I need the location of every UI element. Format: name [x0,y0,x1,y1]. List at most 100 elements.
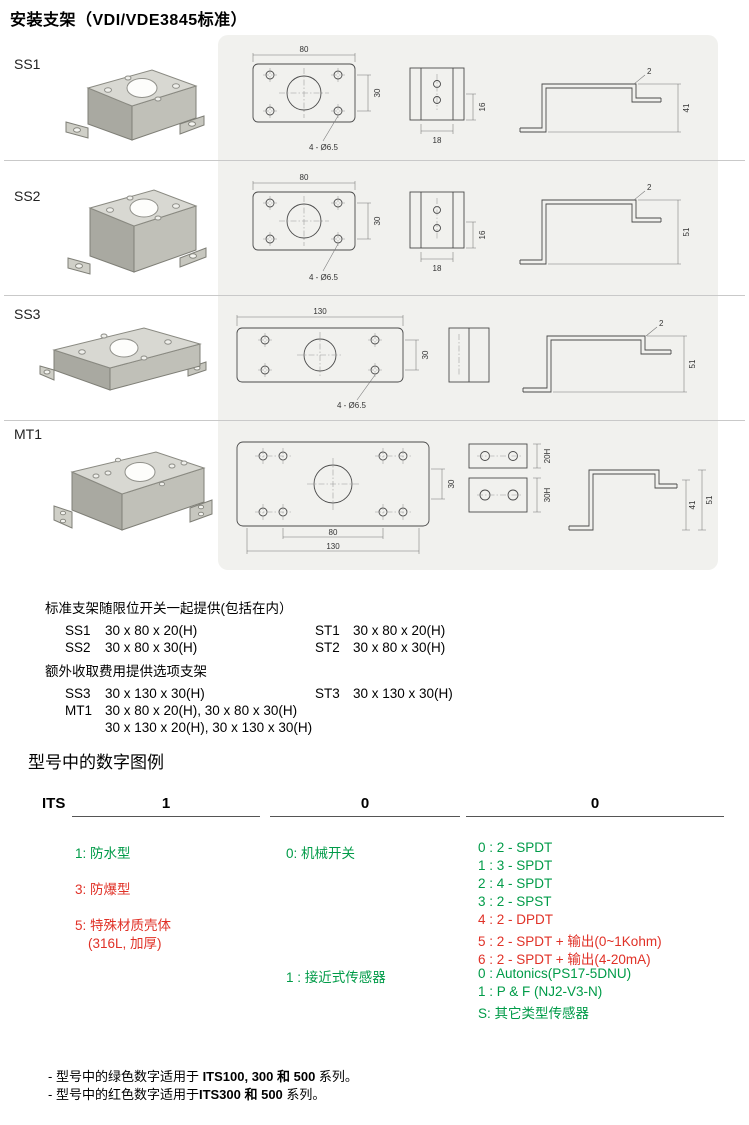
legend-title: 型号中的数字图例 [28,753,164,772]
ss1-dim-height: 41 [682,103,691,112]
size-row-mt1-cont: 30 x 130 x 20(H), 30 x 130 x 30(H) [105,719,695,736]
legend-col3-item: 1 : P & F (NJ2-V3-N) [478,984,603,999]
footnote-bold: ITS300 和 500 [198,1087,283,1102]
ss2-dim-thickness: 2 [647,183,652,192]
size-id: SS3 [65,686,91,701]
footnote-text: - 型号中的红色数字适用于 [48,1087,199,1102]
footnote-text: 系列。 [315,1069,358,1084]
row-label-ss2: SS2 [14,188,41,204]
ss2-bracket-photo [67,189,207,275]
ss3-bracket-photo [39,327,207,391]
row-label-ss1: SS1 [14,56,41,72]
size-row-ss1: SS1 30 x 80 x 20(H) ST1 30 x 80 x 20(H) [45,622,695,639]
footnote-text: - 型号中的绿色数字适用于 [48,1069,203,1084]
page-title: 安装支架（VDI/VDE3845标准） [10,12,248,29]
ss2-front-view: 18 16 [409,191,487,273]
ss2-dim-holes: 4 - Ø6.5 [309,273,338,282]
legend-col3-item: 2 : 4 - SPDT [478,876,553,891]
mt1-side-view: 41 51 [568,469,714,531]
size-value: 30 x 130 x 20(H), 30 x 130 x 30(H) [105,720,313,735]
size-value: 30 x 130 x 30(H) [105,686,205,701]
mt1-dim-width-inner: 80 [329,528,338,537]
legend-col3-item: 6 : 2 - SPDT + 输出(4-20mA) [478,952,651,967]
size-value: 30 x 80 x 20(H) [353,623,446,638]
legend-col3-item: 4 : 2 - DPDT [478,912,554,927]
footnote-bold: ITS100, 300 和 500 [202,1069,316,1084]
legend-col3-item: 0 : Autonics(PS17-5DNU) [478,966,632,981]
ss3-dim-height: 51 [688,359,697,368]
ss3-side-view: 51 2 [522,319,697,393]
ss1-dim-flange-w: 18 [433,136,442,145]
size-value: 30 x 80 x 30(H) [105,640,198,655]
ss1-dim-thickness: 2 [647,67,652,76]
size-id: SS1 [65,623,91,638]
mt1-dim-height-a: 20H [543,448,552,463]
legend-col3-item: 1 : 3 - SPDT [478,858,553,873]
ss2-dim-flange-h: 16 [478,230,487,239]
ss3-plan-view: 130 30 4 - Ø6.5 [236,307,430,410]
ss3-technical-drawing: 130 30 4 - Ø6.5 51 2 [236,307,697,410]
size-id: ST2 [315,640,340,655]
mt1-dim-height-b: 30H [543,487,552,502]
ss1-side-view: 41 2 [519,67,691,133]
size-value: 30 x 80 x 30(H) [353,640,446,655]
footnote-red: - 型号中的红色数字适用于ITS300 和 500 系列。 [48,1086,358,1104]
ss1-dim-depth: 30 [373,88,382,97]
legend-col3-item: 0 : 2 - SPDT [478,840,553,855]
mt1-dim-depth: 30 [447,479,456,488]
legend-digit-2: 0 [270,795,460,817]
mt1-dim-width-outer: 130 [326,542,340,551]
ss1-dim-holes: 4 - Ø6.5 [309,143,338,152]
size-id: SS2 [65,640,91,655]
mt1-dim-profile-h1: 41 [688,500,697,509]
legend-col2-item: 0: 机械开关 [286,846,356,861]
legend-col3-item: S: 其它类型传感器 [478,1006,590,1021]
ss1-dim-flange-h: 16 [478,102,487,111]
legend-col1-item: 1: 防水型 [75,846,131,861]
size-value: 30 x 80 x 20(H), 30 x 80 x 30(H) [105,703,298,718]
mt1-front-view: 20H 30H [468,443,552,513]
footnote-text: 系列。 [282,1087,326,1102]
ss1-technical-drawing: 80 30 4 - Ø6.5 18 16 41 2 [252,45,691,152]
ss1-dim-width: 80 [300,45,309,54]
size-row-ss2: SS2 30 x 80 x 30(H) ST2 30 x 80 x 30(H) [45,639,695,656]
size-row-ss3: SS3 30 x 130 x 30(H) ST3 30 x 130 x 30(H) [45,685,695,702]
legend-digit-3: 0 [466,795,724,817]
row-separator [4,295,745,296]
sizes-heading-standard: 标准支架随限位开关一起提供(包括在内） [45,601,293,616]
legend-col1-item: (316L, 加厚) [88,936,162,951]
size-id: ST1 [315,623,340,638]
size-id: ST3 [315,686,340,701]
ss2-plan-view: 80 30 4 - Ø6.5 [252,173,382,282]
row-label-ss3: SS3 [14,306,41,322]
mt1-bracket-photo [53,451,213,531]
size-value: 30 x 80 x 20(H) [105,623,198,638]
footnote-green: - 型号中的绿色数字适用于 ITS100, 300 和 500 系列。 [48,1068,358,1086]
legend-col1-item: 5: 特殊材质壳体 [75,918,172,933]
legend-prefix: ITS [42,795,66,812]
mt1-technical-drawing: 30 80 130 20H 30H 41 51 [236,441,714,554]
mt1-dim-profile-h2: 51 [705,495,714,504]
ss3-dim-depth: 30 [421,350,430,359]
row-separator [4,160,745,161]
ss2-dim-depth: 30 [373,216,382,225]
legend-col3-item: 3 : 2 - SPST [478,894,552,909]
ss3-dim-width: 130 [313,307,327,316]
size-id: MT1 [65,703,92,718]
ss3-dim-holes: 4 - Ø6.5 [337,401,366,410]
ss1-plan-view: 80 30 4 - Ø6.5 [252,45,382,152]
ss3-end-view [448,327,490,383]
ss2-side-view: 51 2 [519,183,691,265]
ss2-dim-width: 80 [300,173,309,182]
ss3-dim-thickness: 2 [659,319,664,328]
mt1-plan-view: 30 80 130 [236,441,456,554]
footnotes: - 型号中的绿色数字适用于 ITS100, 300 和 500 系列。 - 型号… [48,1068,358,1104]
legend-col2-item: 1 : 接近式传感器 [286,970,386,985]
row-separator [4,420,745,421]
drawings-panel [218,35,718,570]
legend-digit-1: 1 [72,795,260,817]
size-value: 30 x 130 x 30(H) [353,686,453,701]
ss2-dim-height: 51 [682,227,691,236]
legend-columns: 1: 防水型 3: 防爆型 5: 特殊材质壳体 (316L, 加厚) 0: 机械… [0,836,749,1021]
